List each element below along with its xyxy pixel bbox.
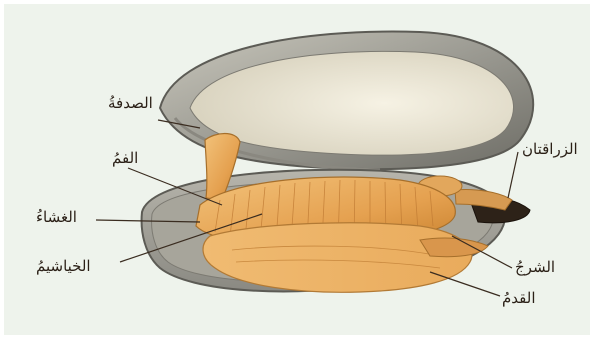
label-shell: الصدفةُ	[108, 96, 153, 111]
leader-siphons	[508, 152, 518, 198]
label-mouth: الفمُ	[112, 151, 138, 166]
label-mantle: الغشاءُ	[36, 210, 77, 225]
label-siphons: الزراقتان	[522, 142, 578, 157]
label-foot: القدمُ	[502, 291, 536, 306]
label-gills: الخياشيمُ	[36, 259, 91, 274]
leader-foot	[430, 272, 500, 296]
label-hinge: الشرجُ	[515, 260, 555, 275]
